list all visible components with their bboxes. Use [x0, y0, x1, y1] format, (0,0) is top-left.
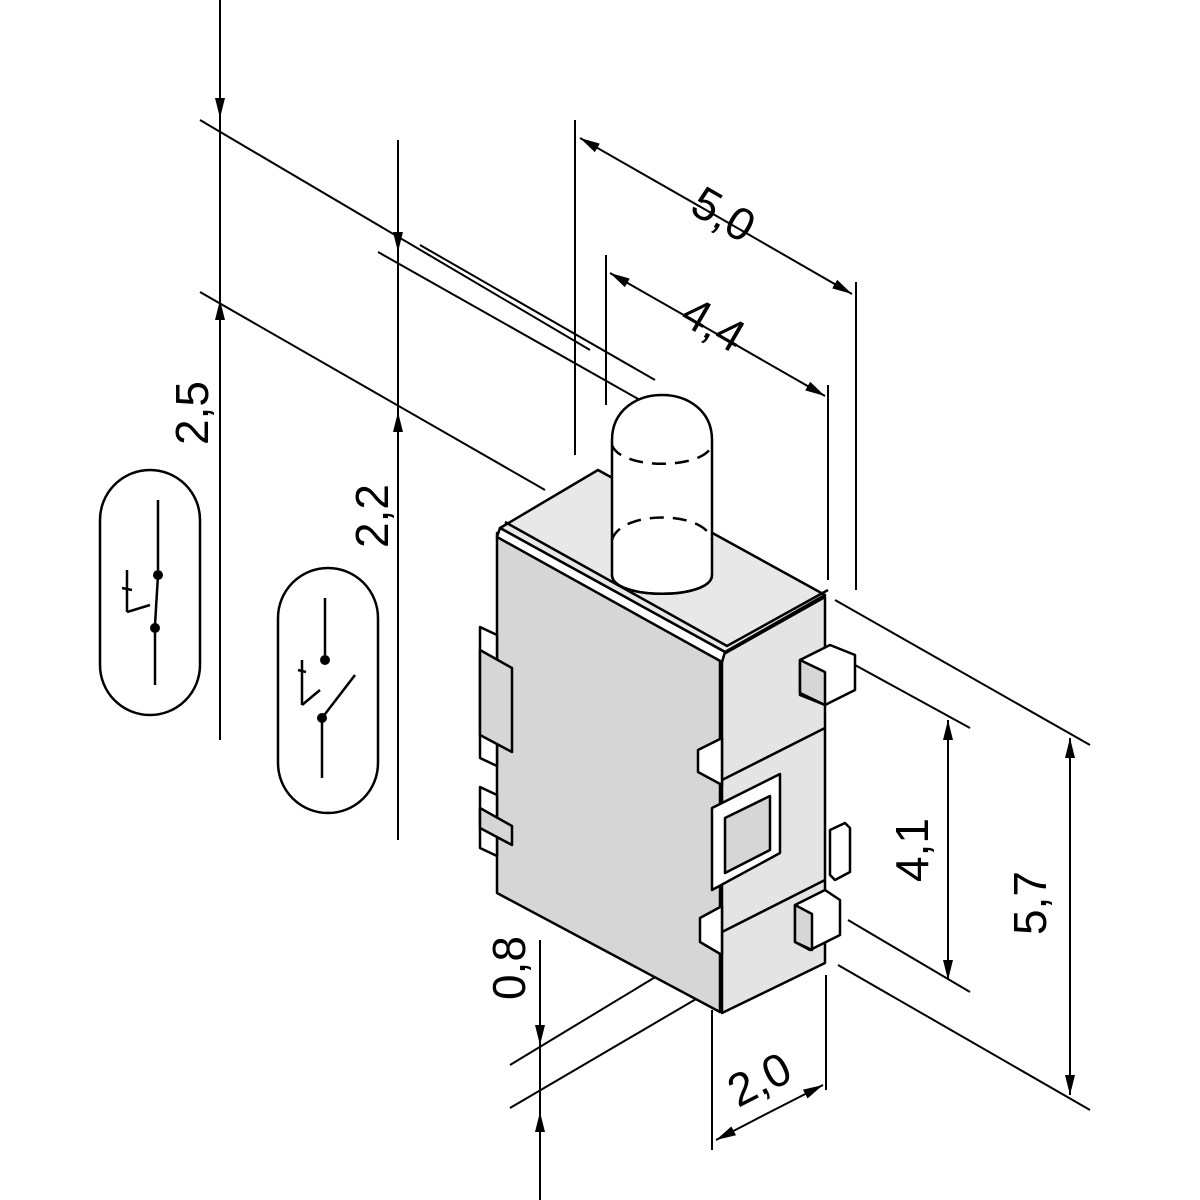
label-height-total: 2,5: [166, 381, 218, 445]
label-width-total: 5,0: [683, 176, 764, 253]
label-side-inner: 4,1: [886, 818, 938, 882]
actuator-cap: [610, 393, 714, 595]
dimension-foot-height: 0,8: [483, 936, 721, 1200]
dimension-side-total: 5,7: [834, 599, 1091, 1111]
switch-body: [478, 468, 857, 1015]
symbol-normally-closed: [276, 566, 380, 815]
dimension-height-inner: 2,2: [346, 140, 656, 840]
dimension-side-inner: 4,1: [847, 664, 971, 993]
label-side-total: 5,7: [1004, 871, 1056, 935]
label-foot-height: 0,8: [483, 936, 535, 1000]
label-height-inner: 2,2: [346, 484, 398, 548]
label-width-inner: 4,4: [673, 286, 754, 363]
symbol-normally-open: [98, 468, 202, 717]
label-base-depth: 2,0: [719, 1042, 800, 1117]
dimension-height-total: 2,5: [166, 0, 591, 740]
